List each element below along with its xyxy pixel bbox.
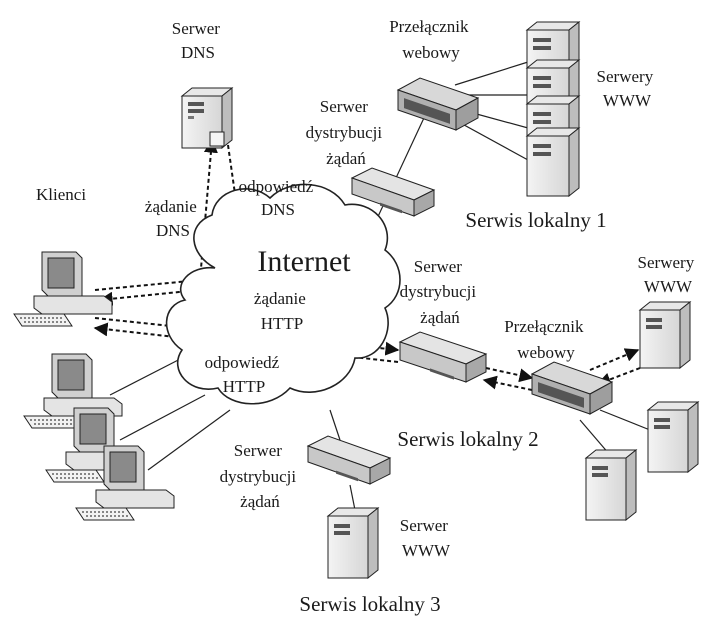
www-servers-1-icon bbox=[525, 20, 581, 198]
link-cloud-client-c bbox=[147, 409, 231, 471]
label-www-servers-1-line: Serwery bbox=[597, 67, 654, 86]
label-dispatcher-1-line: dystrybucji bbox=[306, 123, 383, 142]
label-switch-2-line: Przełącznik bbox=[504, 317, 584, 336]
www-servers-2-icon bbox=[584, 300, 700, 522]
label-dispatcher-3-line: żądań bbox=[240, 492, 280, 511]
dispatcher2-to-switch2-arrow bbox=[485, 367, 534, 383]
label-dispatcher-3-line: dystrybucji bbox=[220, 467, 297, 486]
link-switch1-www1a bbox=[454, 61, 529, 86]
label-dns-request: żądanie DNS bbox=[145, 197, 201, 240]
link-cloud-client-a bbox=[109, 354, 189, 396]
label-www-servers-2: Serwery WWW bbox=[638, 253, 699, 296]
label-http-request-line: żądanie bbox=[254, 289, 306, 308]
web-switch-1-icon bbox=[396, 77, 480, 131]
label-www-server-3-line: WWW bbox=[402, 541, 451, 560]
switch2-to-www2a-arrow bbox=[589, 348, 640, 371]
label-http-request-line: HTTP bbox=[261, 314, 304, 333]
link-cloud-client-b bbox=[119, 394, 206, 441]
label-www-servers-2-line: WWW bbox=[644, 277, 693, 296]
label-dns-request-line: żądanie bbox=[145, 197, 197, 216]
label-dispatcher-2-line: dystrybucji bbox=[400, 282, 477, 301]
dns-server-icon bbox=[180, 86, 234, 150]
label-www-servers-1-line: WWW bbox=[603, 91, 652, 110]
label-switch-1-line: webowy bbox=[402, 43, 460, 62]
link-switch2-www2c bbox=[579, 419, 611, 456]
label-www-servers-1: Serwery WWW bbox=[597, 67, 658, 110]
label-dns-server: Serwer DNS bbox=[172, 19, 224, 62]
label-site-1: Serwis lokalny 1 bbox=[465, 208, 606, 232]
label-dns-response-line: DNS bbox=[261, 200, 295, 219]
client-computer-icon bbox=[75, 445, 175, 521]
web-switch-2-icon bbox=[530, 361, 614, 415]
link-switch2-www2b bbox=[599, 409, 651, 431]
label-dns-request-line: DNS bbox=[156, 221, 190, 240]
dispatcher-2-icon bbox=[398, 331, 488, 383]
label-clients: Klienci bbox=[36, 185, 86, 204]
label-http-request: żądanie HTTP bbox=[254, 289, 310, 333]
label-switch-1: Przełącznik webowy bbox=[389, 17, 473, 62]
label-dns-response-line: odpowiedź bbox=[239, 177, 314, 196]
label-site-2: Serwis lokalny 2 bbox=[397, 427, 538, 451]
internet-cloud bbox=[165, 183, 401, 405]
label-dispatcher-1-line: Serwer bbox=[320, 97, 368, 116]
link-switch1-www1d bbox=[454, 119, 529, 161]
label-dispatcher-3-line: Serwer bbox=[234, 441, 282, 460]
label-dispatcher-1-line: żądań bbox=[326, 149, 366, 168]
label-http-response: odpowiedź HTTP bbox=[205, 353, 284, 396]
label-switch-2: Przełącznik webowy bbox=[504, 317, 588, 362]
label-dns-server-line: DNS bbox=[181, 43, 215, 62]
label-internet: Internet bbox=[257, 245, 351, 278]
label-http-response-line: HTTP bbox=[223, 377, 266, 396]
label-www-server-3-line: Serwer bbox=[400, 516, 448, 535]
link-cloud-dispatcher3 bbox=[329, 409, 341, 441]
label-dispatcher-1: Serwer dystrybucji żądań bbox=[306, 97, 387, 168]
client-computer-icon bbox=[13, 251, 113, 327]
label-dispatcher-2-line: żądań bbox=[420, 308, 460, 327]
dispatcher-3-icon bbox=[306, 435, 392, 485]
label-http-response-line: odpowiedź bbox=[205, 353, 280, 372]
label-switch-2-line: webowy bbox=[517, 343, 575, 362]
label-dispatcher-2: Serwer dystrybucji żądań bbox=[400, 257, 481, 327]
link-dispatcher3-www3 bbox=[349, 484, 356, 511]
www-server-3-icon bbox=[326, 506, 380, 580]
label-switch-1-line: Przełącznik bbox=[389, 17, 469, 36]
label-site-3: Serwis lokalny 3 bbox=[299, 592, 440, 616]
label-dns-server-line: Serwer bbox=[172, 19, 220, 38]
diagram-labels: Serwer DNS Klienci żądanie DNS odpowiedź… bbox=[36, 17, 699, 616]
dispatcher-1-icon bbox=[350, 167, 436, 217]
label-dns-response: odpowiedź DNS bbox=[239, 177, 318, 219]
label-www-servers-2-line: Serwery bbox=[638, 253, 695, 272]
label-www-server-3: Serwer WWW bbox=[400, 516, 452, 560]
label-dispatcher-3: Serwer dystrybucji żądań bbox=[220, 441, 301, 511]
switch2-to-dispatcher2-arrow bbox=[482, 375, 533, 391]
label-dispatcher-2-line: Serwer bbox=[414, 257, 462, 276]
